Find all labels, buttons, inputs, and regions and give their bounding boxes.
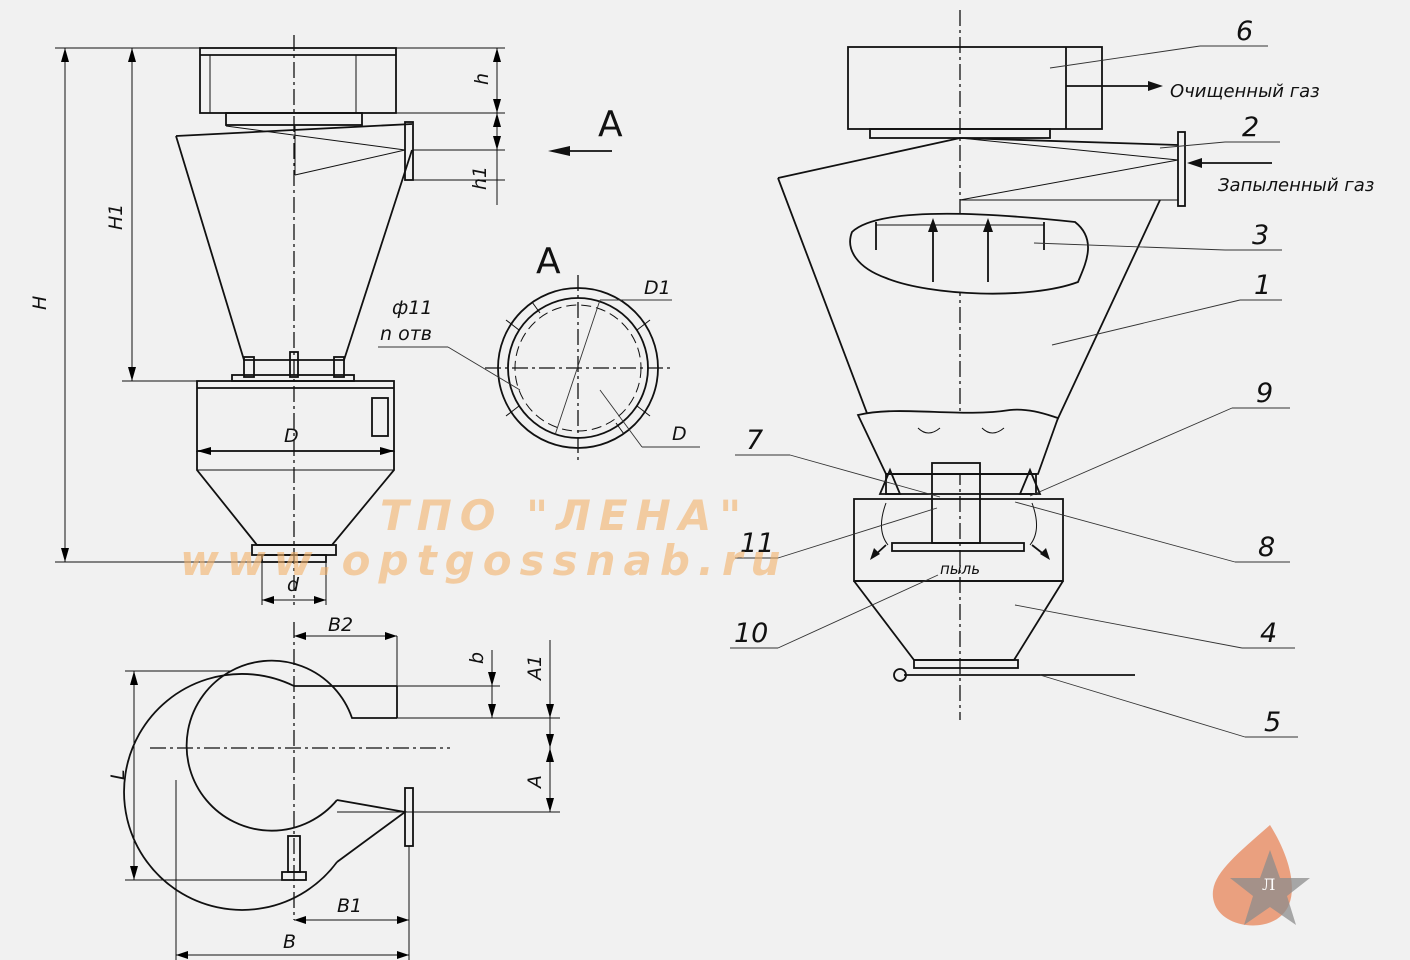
watermark-line1: ТПО "ЛЕНА" [380, 491, 749, 540]
section-mark: А [598, 104, 623, 145]
part-9-label: 9 [1256, 378, 1273, 409]
part-4-label: 4 [1260, 618, 1277, 649]
part-10-label: 10 [734, 618, 768, 649]
dim-B1: B1 [337, 895, 362, 917]
part-1-label: 1 [1254, 270, 1271, 301]
part-5-label: 5 [1264, 707, 1281, 738]
logo-letter: Л [1262, 875, 1275, 894]
dim-H: H [29, 296, 51, 310]
dim-D1: D1 [644, 277, 671, 299]
clean-gas-label: Очищенный газ [1170, 81, 1320, 102]
part-8-label: 8 [1258, 532, 1275, 563]
dim-A: A [524, 775, 546, 790]
dim-A1: A1 [524, 655, 546, 682]
dim-L: L [107, 769, 129, 780]
dim-H1: H1 [105, 204, 127, 230]
plan-view: B2 b A1 L A B1 B [107, 614, 560, 960]
dim-D: D [284, 425, 299, 447]
part-11-label: 11 [740, 528, 774, 559]
dim-h1: h1 [469, 166, 491, 190]
section-title: А [536, 241, 561, 282]
dust-label: пыль [940, 560, 980, 578]
dusty-gas-label: Запыленный газ [1218, 175, 1374, 196]
dim-b: b [466, 652, 488, 664]
front-view: H H1 h h1 D d [29, 35, 505, 605]
sectional-view: 6 2 3 1 9 7 11 8 10 4 5 Очищенный газ За… [730, 10, 1374, 738]
dim-B: B [283, 931, 296, 953]
part-6-label: 6 [1236, 16, 1253, 47]
section-arrow: А [548, 104, 623, 156]
logo-star [1230, 850, 1310, 925]
dim-B2: B2 [328, 614, 353, 636]
dim-holes-count: n отв [380, 323, 432, 345]
dim-h: h [471, 73, 493, 85]
part-3-label: 3 [1252, 220, 1269, 251]
dim-d: d [287, 574, 300, 596]
section-a-view: А ф11 n отв D1 D [378, 241, 700, 461]
dim-hole-diameter: ф11 [392, 297, 432, 319]
company-logo: Л [1212, 825, 1310, 926]
part-7-label: 7 [746, 425, 763, 456]
dim-D-section: D [672, 423, 687, 445]
watermark: ТПО "ЛЕНА" www.optgossnab.ru [180, 491, 788, 585]
watermark-line2: www.optgossnab.ru [180, 536, 788, 585]
part-2-label: 2 [1242, 112, 1259, 143]
